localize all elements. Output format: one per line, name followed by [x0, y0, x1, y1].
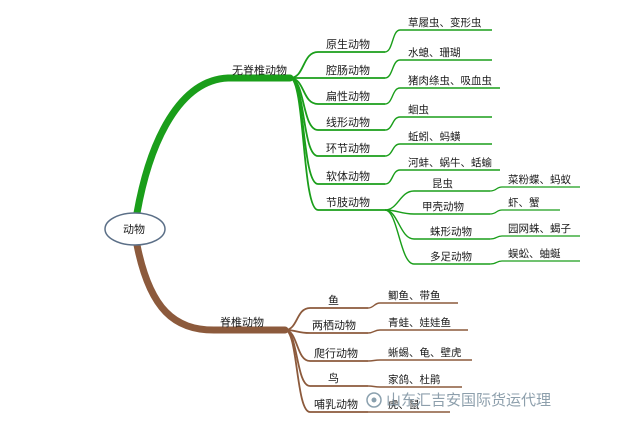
leaf-vertebrate-1: 青蛙、娃娃鱼: [388, 316, 451, 329]
leaf-link-arthropod-0: [489, 186, 580, 192]
node-invertebrate-0: 原生动物: [326, 37, 370, 51]
leaf-link-arthropod-2: [489, 235, 580, 240]
node-vertebrate-4: 哺乳动物: [314, 397, 358, 411]
node-invertebrate-4: 环节动物: [326, 141, 370, 155]
node-vertebrate-0: 鱼: [328, 293, 339, 307]
leaf-vertebrate-3: 家鸽、杜鹃: [388, 373, 441, 386]
leaf-link-vertebrate-1: [367, 329, 468, 334]
sub-link-arthropod-3: [384, 209, 490, 265]
leaf-invertebrate-5: 河蚌、蜗牛、蛞蝓: [408, 156, 492, 169]
leaf-link-vertebrate-2: [367, 359, 472, 362]
watermark-logo-dot-icon: [371, 397, 377, 403]
leaf-vertebrate-4: 虎、鼠: [388, 398, 420, 411]
leaf-link-invertebrate-0: [384, 29, 492, 53]
watermark-logo-icon: [366, 392, 382, 408]
node-invertebrate-6: 节肢动物: [326, 195, 370, 209]
branch-invertebrates-link: [133, 74, 294, 217]
node-vertebrate-1: 两栖动物: [312, 318, 356, 332]
leaf-arthropod-2: 园网蛛、蝎子: [508, 222, 571, 235]
leaf-invertebrate-2: 猪肉绦虫、吸血虫: [408, 74, 492, 87]
node-vertebrate-2: 爬行动物: [314, 346, 358, 360]
node-arthropod-2: 蛛形动物: [430, 225, 472, 238]
leaf-link-arthropod-1: [489, 209, 560, 215]
leaf-link-invertebrate-2: [384, 87, 500, 105]
node-invertebrate-1: 腔肠动物: [326, 63, 370, 77]
node-arthropod-1: 甲壳动物: [422, 200, 464, 213]
leaf-invertebrate-1: 水螅、珊瑚: [408, 46, 461, 59]
leaf-link-invertebrate-4: [384, 143, 492, 157]
branch-label-vertebrates: 脊椎动物: [220, 315, 264, 329]
leaf-invertebrate-0: 草履虫、变形虫: [408, 16, 482, 29]
leaf-vertebrate-2: 蜥蜴、龟、壁虎: [388, 346, 462, 359]
branch-vertebrates-link: [133, 241, 289, 334]
link-vertebrate-0: [284, 307, 368, 331]
leaf-link-arthropod-3: [489, 260, 580, 265]
leaf-invertebrate-3: 蛔虫: [408, 103, 429, 116]
link-invertebrate-6: [289, 77, 385, 211]
node-arthropod-3: 多足动物: [430, 250, 472, 263]
leaf-arthropod-3: 蜈蚣、蚰蜒: [508, 247, 561, 260]
sub-link-arthropod-0: [384, 190, 490, 211]
watermark-text: 山东汇吉安国际货运代理: [386, 391, 551, 409]
node-vertebrate-3: 鸟: [328, 371, 339, 385]
root-label: 动物: [123, 222, 145, 236]
node-invertebrate-5: 软体动物: [326, 169, 370, 183]
leaf-link-invertebrate-3: [384, 116, 492, 131]
leaf-link-vertebrate-3: [367, 385, 462, 388]
node-invertebrate-3: 线形动物: [326, 115, 370, 129]
link-vertebrate-4: [284, 329, 368, 413]
root-node: [104, 212, 166, 246]
link-invertebrate-0: [289, 51, 385, 79]
leaf-arthropod-1: 虾、蟹: [508, 196, 540, 209]
watermark: 山东汇吉安国际货运代理: [366, 391, 551, 409]
leaf-vertebrate-0: 鲫鱼、带鱼: [388, 289, 441, 302]
node-arthropod-0: 昆虫: [432, 178, 453, 190]
leaf-invertebrate-4: 蚯蚓、蚂蟥: [408, 130, 461, 143]
leaf-link-invertebrate-1: [384, 59, 492, 79]
leaf-arthropod-0: 菜粉蝶、蚂蚁: [508, 173, 571, 186]
branch-label-invertebrates: 无脊椎动物: [232, 63, 287, 77]
leaf-link-invertebrate-5: [384, 169, 500, 185]
leaf-link-vertebrate-0: [367, 302, 458, 309]
node-invertebrate-2: 扁性动物: [326, 89, 370, 103]
